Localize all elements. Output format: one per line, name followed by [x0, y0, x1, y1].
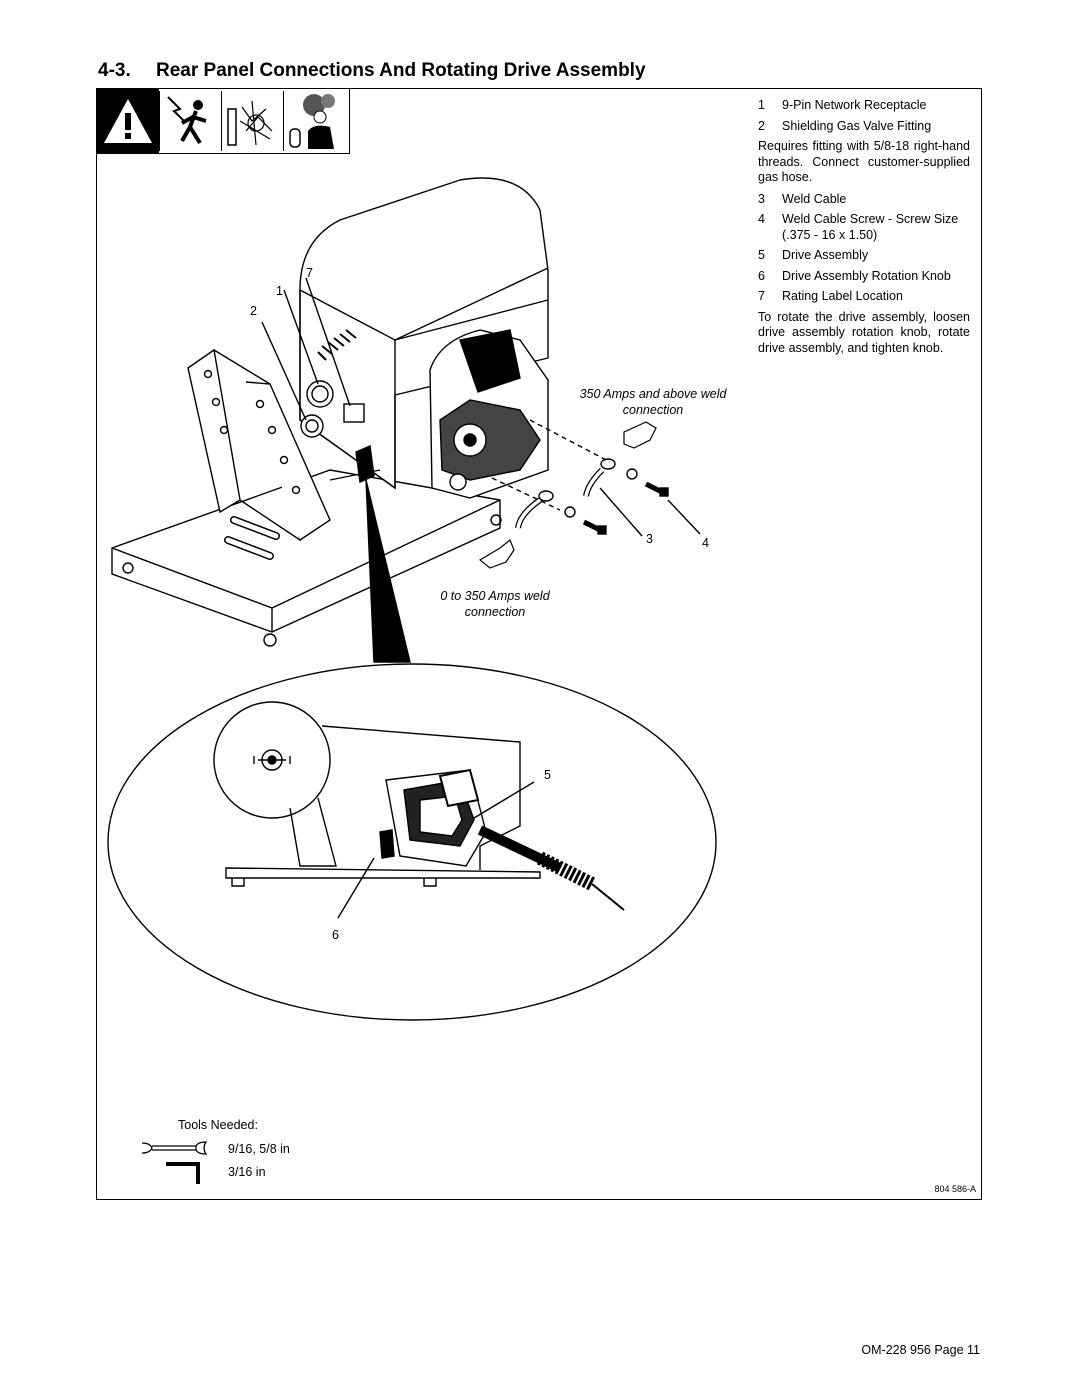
warning-triangle-icon	[97, 89, 159, 153]
callout-6: 6	[332, 928, 339, 942]
callout-2: 2	[250, 304, 257, 318]
figure-frame	[96, 88, 982, 1200]
callout-5: 5	[544, 768, 551, 782]
hex-key-size: 3/16 in	[228, 1165, 266, 1179]
page-footer: OM-228 956 Page 11	[861, 1343, 980, 1357]
safety-warning-bar	[96, 88, 350, 154]
gas-fitting-note: Requires fitting with 5/8-18 right-hand …	[758, 139, 970, 184]
drawing-number: 804 586-A	[934, 1184, 976, 1194]
high-amp-label: 350 Amps and above weld connection	[579, 387, 727, 417]
rotation-note: To rotate the drive assembly, loosen dri…	[758, 309, 970, 355]
callout-1: 1	[276, 284, 283, 298]
callout-3: 3	[646, 532, 653, 546]
hex-key-icon	[166, 1162, 200, 1184]
welding-sparks-icon	[221, 91, 282, 151]
wrench-sizes: 9/16, 5/8 in	[228, 1142, 290, 1156]
callout-4: 4	[702, 536, 709, 550]
wrench-icon	[141, 1141, 208, 1155]
pointing-hand-icon	[478, 421, 657, 569]
callout-7: 7	[306, 266, 313, 280]
section-number: 4-3.	[98, 60, 131, 81]
section-title: Rear Panel Connections And Rotating Driv…	[156, 60, 646, 81]
fumes-cylinder-icon	[283, 91, 344, 151]
low-amp-label: 0 to 350 Amps weld connection	[440, 589, 550, 619]
electric-shock-icon	[159, 91, 220, 151]
section-heading: 4-3. Rear Panel Connections And Rotating …	[98, 60, 646, 82]
tools-needed-title: Tools Needed:	[178, 1118, 258, 1132]
